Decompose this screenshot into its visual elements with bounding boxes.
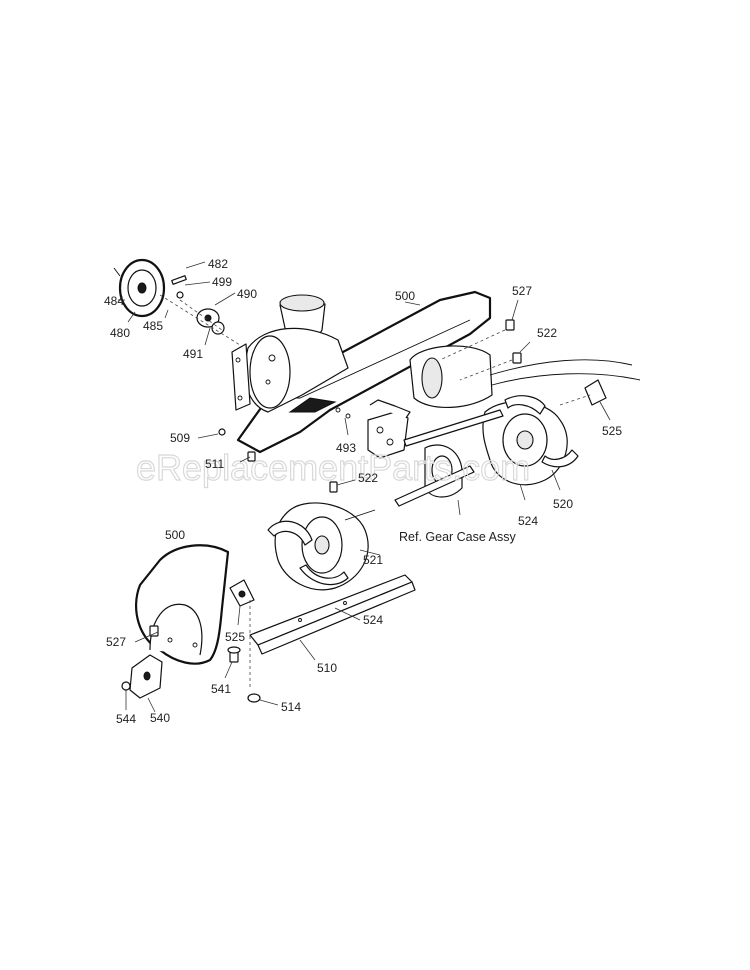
bolts-509-511-493-522 bbox=[218, 407, 351, 493]
label-511: 511 bbox=[205, 457, 224, 471]
label-490: 490 bbox=[237, 287, 257, 301]
label-500-top: 500 bbox=[395, 289, 415, 303]
bolt-541 bbox=[227, 600, 251, 690]
label-522-top: 522 bbox=[537, 326, 557, 340]
pulley-480 bbox=[113, 258, 166, 318]
label-485: 485 bbox=[143, 319, 163, 333]
leader-lines bbox=[118, 261, 611, 713]
label-509: 509 bbox=[170, 431, 190, 445]
side-housing-500 bbox=[135, 544, 230, 665]
label-491: 491 bbox=[183, 347, 203, 361]
label-527-top: 527 bbox=[512, 284, 532, 298]
hardware-482-499-490-491 bbox=[159, 275, 241, 346]
nut-544 bbox=[121, 681, 131, 691]
label-499: 499 bbox=[212, 275, 232, 289]
label-540: 540 bbox=[150, 711, 170, 725]
label-524-mid: 524 bbox=[363, 613, 383, 627]
auger-520 bbox=[482, 359, 641, 486]
bearing-525-right bbox=[559, 379, 607, 406]
label-521: 521 bbox=[363, 553, 383, 567]
watermark-text: eReplacementParts.com bbox=[136, 447, 530, 488]
label-gear-case-assy: Ref. Gear Case Assy bbox=[399, 530, 516, 544]
label-480: 480 bbox=[110, 326, 130, 340]
bearing-525-left bbox=[229, 579, 255, 607]
label-510: 510 bbox=[317, 661, 337, 675]
label-500-left: 500 bbox=[165, 528, 185, 542]
skid-540 bbox=[129, 654, 163, 699]
label-493: 493 bbox=[336, 441, 356, 455]
auger-521 bbox=[267, 502, 376, 591]
impeller-drum bbox=[231, 327, 349, 413]
shave-plate-510 bbox=[249, 574, 416, 655]
label-484: 484 bbox=[104, 294, 124, 308]
label-522-mid: 522 bbox=[358, 471, 378, 485]
bolts-527-522 bbox=[439, 319, 522, 381]
label-524-right: 524 bbox=[518, 514, 538, 528]
label-525-left: 525 bbox=[225, 630, 245, 644]
gear-case-assy bbox=[367, 399, 504, 507]
label-541: 541 bbox=[211, 682, 231, 696]
right-housing bbox=[409, 345, 493, 408]
label-527-left: 527 bbox=[106, 635, 126, 649]
label-520: 520 bbox=[553, 497, 573, 511]
label-482: 482 bbox=[208, 257, 228, 271]
label-544: 544 bbox=[116, 712, 136, 726]
label-514: 514 bbox=[281, 700, 301, 714]
washer-514 bbox=[247, 693, 261, 703]
label-525-right: 525 bbox=[602, 424, 622, 438]
